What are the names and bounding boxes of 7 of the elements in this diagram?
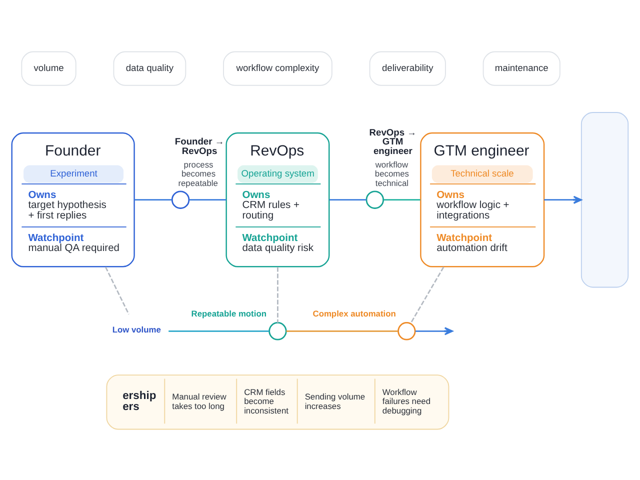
node-label: Repeatable motion — [191, 308, 266, 318]
node-label: workflow becomes technical — [374, 158, 410, 188]
node-label: RevOps → GTM engineer — [369, 126, 416, 156]
node-label: Complex automation — [312, 308, 396, 318]
node-label: Founder → RevOps — [174, 136, 224, 156]
node-label: process becomes repeatable — [178, 158, 218, 188]
node-text: Low volume — [112, 324, 161, 334]
